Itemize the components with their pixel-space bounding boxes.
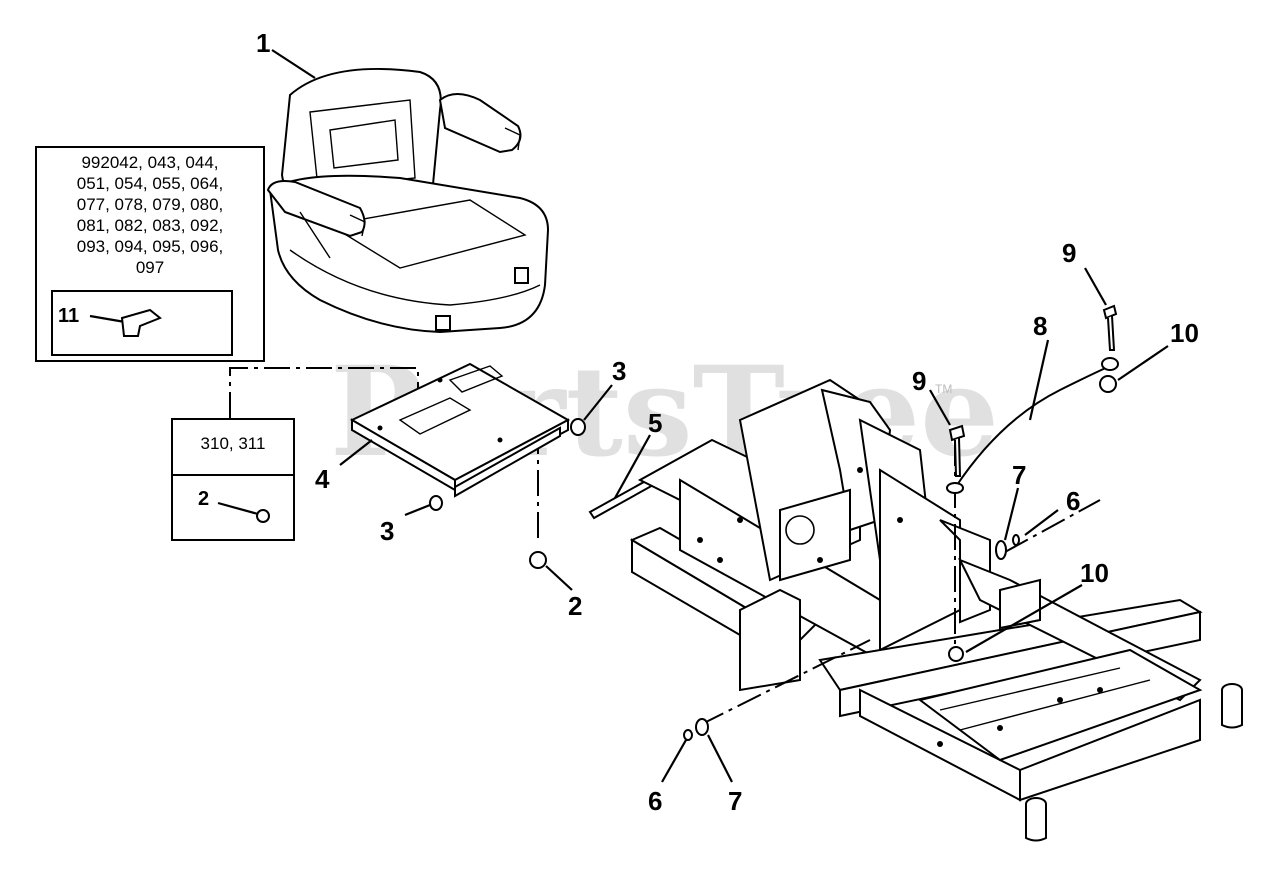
leader-lines	[271, 49, 1169, 783]
spacer-part-3b[interactable]	[429, 495, 443, 511]
washer-part-7a[interactable]	[995, 540, 1007, 560]
bolt-part-9b[interactable]	[948, 424, 966, 477]
callout-9-left: 9	[912, 366, 926, 396]
mower-frame-part[interactable]	[629, 378, 1243, 842]
model-310-311-box: 310, 311 2	[171, 418, 295, 541]
callout-2: 2	[568, 591, 582, 621]
callout-3-top: 3	[612, 356, 626, 386]
seat-plate-part[interactable]	[349, 362, 571, 498]
callout-3-bottom: 3	[380, 516, 394, 546]
model-line-2: 051, 054, 055, 064,	[77, 174, 224, 193]
model-line-1: 992042, 043, 044,	[81, 153, 218, 172]
callout-10-bottom: 10	[1080, 558, 1109, 588]
seat-part[interactable]	[266, 67, 550, 334]
model-line-6: 097	[136, 258, 164, 277]
bolt-part-9a[interactable]	[1102, 304, 1118, 351]
callout-7-right: 7	[1012, 460, 1026, 490]
callout-1: 1	[256, 28, 270, 58]
nut-part-6b[interactable]	[683, 729, 693, 741]
callout-8: 8	[1033, 311, 1047, 341]
watermark-trademark: TM	[935, 382, 952, 396]
callout-6-bottom: 6	[648, 786, 662, 816]
callout-11: 11	[58, 305, 79, 327]
washer-part-7-cable[interactable]	[1101, 357, 1119, 371]
clip-part-11[interactable]	[120, 308, 162, 337]
model-list-box: 992042, 043, 044, 051, 054, 055, 064, 07…	[35, 146, 265, 362]
callout-5: 5	[648, 408, 662, 438]
small-box-models: 310, 311	[201, 434, 266, 453]
callout-10-top: 10	[1170, 318, 1199, 348]
model-line-5: 093, 094, 095, 096,	[77, 237, 224, 256]
washer-part-7-top[interactable]	[946, 482, 964, 494]
model-line-4: 081, 082, 083, 092,	[77, 216, 224, 235]
nut-part-2[interactable]	[529, 551, 547, 569]
nut-part-6a[interactable]	[1012, 534, 1020, 546]
nut-part-10b[interactable]	[948, 646, 964, 662]
callout-9-top: 9	[1062, 238, 1076, 268]
callout-4: 4	[315, 464, 330, 494]
washer-part-7b[interactable]	[695, 718, 709, 736]
spacer-part-3a[interactable]	[570, 418, 586, 436]
callout-6-right: 6	[1066, 486, 1080, 516]
nut-part-10a[interactable]	[1099, 375, 1117, 393]
model-line-3: 077, 078, 079, 080,	[77, 195, 224, 214]
callout-7-bottom: 7	[728, 786, 742, 816]
cable-part-8[interactable]	[954, 365, 1111, 489]
nut-part-2-inset[interactable]	[256, 509, 270, 523]
small-box-callout-2: 2	[198, 488, 209, 510]
